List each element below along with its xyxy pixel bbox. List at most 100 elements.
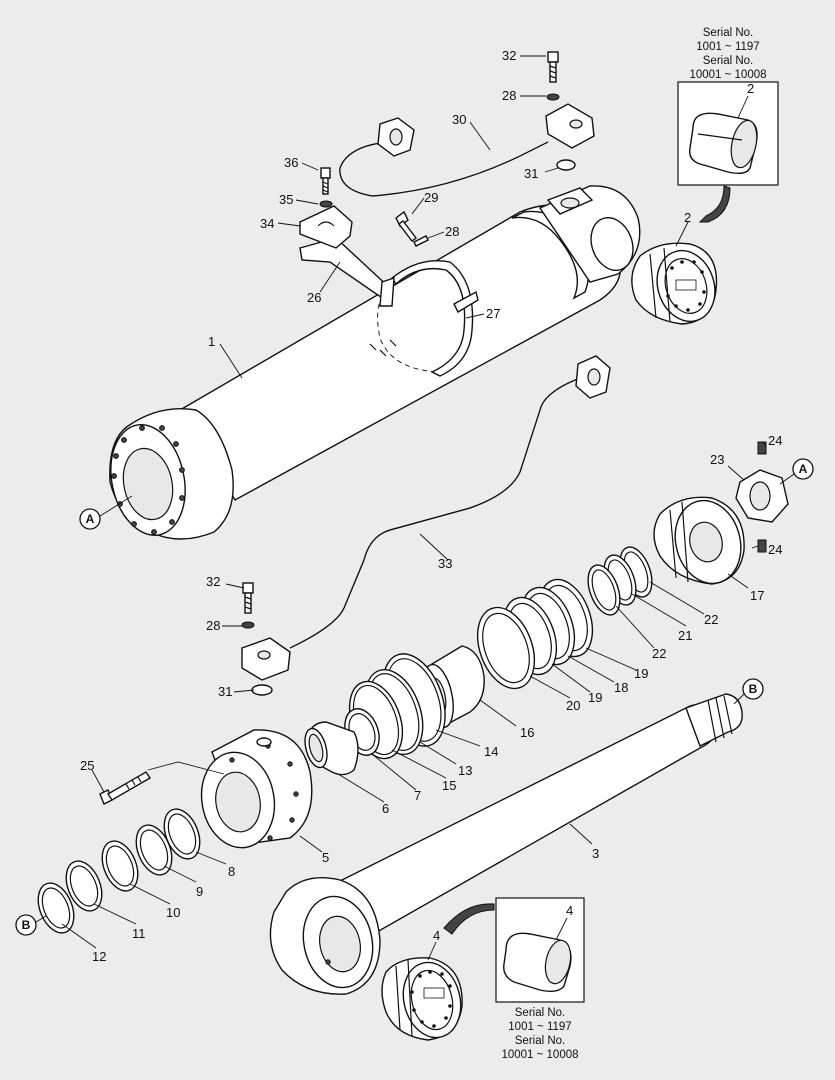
label-20: 20 — [566, 698, 580, 713]
pipe-30 — [339, 103, 595, 197]
label-29: 29 — [424, 190, 438, 205]
label-24-bottom: 24 — [768, 542, 782, 557]
serial-top-line-4: 10001 ~ 10008 — [689, 69, 766, 81]
label-4: 4 — [433, 928, 440, 943]
label-28-top: 28 — [502, 88, 516, 103]
label-1: 1 — [208, 334, 215, 349]
set-screw-24-bottom — [757, 539, 767, 553]
label-7: 7 — [414, 788, 421, 803]
ref-b-right: B — [733, 678, 764, 705]
label-27: 27 — [486, 306, 500, 321]
label-14: 14 — [484, 744, 498, 759]
washer-28-bottom — [241, 621, 255, 629]
detail-arrow-top — [698, 185, 731, 223]
label-22-left: 22 — [652, 646, 666, 661]
seal-9 — [135, 824, 173, 876]
svg-text:A: A — [799, 462, 808, 476]
label-28-bottom: 28 — [206, 618, 220, 633]
label-15: 15 — [442, 778, 456, 793]
detail-top-part-label: 2 — [747, 81, 754, 96]
ref-b-left: B — [15, 914, 47, 936]
serial-top-line-1: Serial No. — [703, 27, 754, 39]
detail-arrow-bottom — [443, 903, 495, 935]
seal-10 — [101, 840, 139, 892]
label-32-bottom: 32 — [206, 574, 220, 589]
clamp-band — [391, 260, 479, 377]
flange-block-lower — [241, 637, 291, 681]
pipe-33 — [289, 355, 611, 649]
rod-cover — [200, 729, 313, 849]
seal-8 — [163, 808, 201, 860]
label-32-top: 32 — [502, 48, 516, 63]
serial-bottom-line-2: 1001 ~ 1197 — [508, 1021, 571, 1033]
label-33: 33 — [438, 556, 452, 571]
label-19-left: 19 — [588, 690, 602, 705]
label-9: 9 — [196, 884, 203, 899]
label-31-bottom: 31 — [218, 684, 232, 699]
seal-12 — [37, 882, 75, 934]
seal-11 — [65, 860, 103, 912]
label-24-top: 24 — [768, 433, 782, 448]
label-25: 25 — [80, 758, 94, 773]
label-35: 35 — [279, 192, 293, 207]
washer-35 — [319, 200, 333, 208]
detail-bottom-part-label: 4 — [566, 903, 573, 918]
label-17: 17 — [750, 588, 764, 603]
label-10: 10 — [166, 905, 180, 920]
label-6: 6 — [382, 801, 389, 816]
leader-detail-top — [737, 95, 749, 119]
oring-31-bottom — [251, 684, 273, 696]
label-22-right: 22 — [704, 612, 718, 627]
svg-text:A: A — [86, 512, 95, 526]
leader-lines — [61, 55, 767, 961]
serial-note-top: Serial No. 1001 ~ 1197 Serial No. 10001 … — [689, 27, 766, 81]
flange-bolt-holes — [111, 425, 185, 535]
piston — [653, 496, 745, 585]
label-8: 8 — [228, 864, 235, 879]
svg-text:B: B — [749, 682, 758, 696]
label-3: 3 — [592, 846, 599, 861]
serial-note-bottom: Serial No. 1001 ~ 1197 Serial No. 10001 … — [501, 1007, 578, 1061]
label-36: 36 — [284, 155, 298, 170]
piston-ring-22b — [587, 564, 621, 616]
svg-text:B: B — [22, 918, 31, 932]
bolt-36 — [320, 167, 331, 195]
label-12: 12 — [92, 949, 106, 964]
serial-top-line-2: 1001 ~ 1197 — [696, 41, 759, 53]
label-13: 13 — [458, 763, 472, 778]
serial-bottom-line-1: Serial No. — [515, 1007, 566, 1019]
label-5: 5 — [322, 850, 329, 865]
washer-28-top — [546, 93, 560, 101]
label-31-top: 31 — [524, 166, 538, 181]
bolt-32-top — [547, 51, 559, 83]
bolt-25 — [99, 771, 151, 805]
piston-rod — [269, 693, 743, 995]
serial-top-line-3: Serial No. — [703, 55, 754, 67]
label-26: 26 — [307, 290, 321, 305]
label-16: 16 — [520, 725, 534, 740]
label-30: 30 — [452, 112, 466, 127]
label-23: 23 — [710, 452, 724, 467]
bushing-detail-bottom — [503, 932, 572, 993]
ref-a-right: A — [779, 458, 814, 485]
leader-detail-bottom — [555, 917, 568, 941]
bolt-32-bottom — [242, 582, 254, 614]
label-18: 18 — [614, 680, 628, 695]
bolt-29 — [395, 210, 417, 242]
set-screw-24-top — [757, 441, 767, 455]
label-2: 2 — [684, 210, 691, 225]
bushing-detail-top — [689, 112, 758, 175]
label-19-right: 19 — [634, 666, 648, 681]
pin-bushing-bottom — [381, 957, 463, 1041]
label-28-mid: 28 — [445, 224, 459, 239]
pin-bushing-top — [631, 242, 718, 325]
cylinder-tube — [109, 185, 641, 540]
oring-31-top — [556, 159, 576, 171]
ref-a-left: A — [79, 495, 133, 530]
washer-28-mid — [413, 235, 429, 247]
clamp-block — [299, 205, 353, 249]
part-number-labels: 32 28 30 31 2 36 35 34 29 28 26 27 1 24 … — [80, 48, 782, 964]
serial-bottom-line-4: 10001 ~ 10008 — [501, 1049, 578, 1061]
label-21: 21 — [678, 628, 692, 643]
